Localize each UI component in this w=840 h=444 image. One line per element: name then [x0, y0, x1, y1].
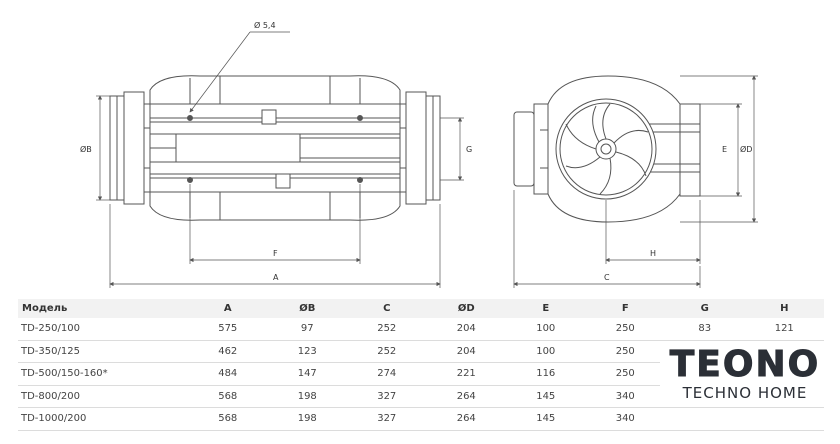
header-model: Модель — [18, 299, 188, 318]
cell-b: 198 — [267, 407, 347, 431]
side-view — [109, 75, 441, 221]
cell-b: 147 — [267, 362, 347, 386]
header-c: C — [347, 299, 427, 318]
cell-f: 250 — [585, 362, 665, 386]
table-row: TD-250/100 575 97 252 204 100 250 83 121 — [18, 318, 824, 341]
cell-model: TD-250/100 — [18, 318, 188, 341]
teono-logo: TEONO TECHNO HOME — [660, 344, 830, 404]
table-header-row: Модель A ØB C ØD E F G H — [18, 299, 824, 318]
side-view-dimensions — [96, 31, 464, 288]
cell-d: 264 — [426, 385, 506, 408]
cell-g — [665, 407, 745, 431]
cell-c: 327 — [347, 385, 427, 408]
cell-a: 568 — [188, 385, 268, 408]
technical-drawing: Ø 5,4 ØB G F A — [80, 20, 758, 288]
cell-f: 250 — [585, 340, 665, 363]
cell-e: 145 — [506, 407, 586, 431]
front-view — [513, 75, 701, 223]
cell-model: TD-500/150-160* — [18, 362, 188, 386]
header-d: ØD — [426, 299, 506, 318]
header-g: G — [665, 299, 745, 318]
cell-d: 204 — [426, 318, 506, 341]
dim-label-d: ØD — [740, 144, 752, 154]
dim-label-h: H — [650, 249, 656, 258]
cell-e: 145 — [506, 385, 586, 408]
dim-label-c: C — [604, 273, 610, 282]
cell-e: 100 — [506, 340, 586, 363]
cell-f: 340 — [585, 407, 665, 431]
front-view-dimensions — [513, 75, 758, 288]
cell-e: 100 — [506, 318, 586, 341]
cell-a: 575 — [188, 318, 268, 341]
cell-h — [744, 407, 824, 431]
cell-h: 121 — [744, 318, 824, 341]
logo-tagline: TECHNO HOME — [682, 384, 808, 402]
cell-model: TD-800/200 — [18, 385, 188, 408]
header-e: E — [506, 299, 586, 318]
logo-wordmark: TEONO — [669, 344, 821, 385]
cell-f: 340 — [585, 385, 665, 408]
hole-diameter-label: Ø 5,4 — [254, 20, 276, 30]
cell-a: 568 — [188, 407, 268, 431]
cell-b: 123 — [267, 340, 347, 363]
cell-d: 221 — [426, 362, 506, 386]
dim-label-g: G — [466, 145, 472, 154]
cell-c: 327 — [347, 407, 427, 431]
cell-c: 252 — [347, 340, 427, 363]
header-a: A — [188, 299, 268, 318]
dim-label-a: A — [273, 273, 279, 282]
cell-f: 250 — [585, 318, 665, 341]
cell-c: 274 — [347, 362, 427, 386]
cell-d: 204 — [426, 340, 506, 363]
header-b: ØB — [267, 299, 347, 318]
header-f: F — [585, 299, 665, 318]
dim-label-b: ØB — [80, 144, 92, 154]
cell-model: TD-1000/200 — [18, 407, 188, 431]
cell-c: 252 — [347, 318, 427, 341]
cell-g: 83 — [665, 318, 745, 341]
specs-table: Модель A ØB C ØD E F G H TD-250/100 575 … — [18, 299, 824, 431]
header-h: H — [744, 299, 824, 318]
cell-a: 462 — [188, 340, 268, 363]
table-row: TD-1000/200 568 198 327 264 145 340 — [18, 407, 824, 431]
cell-model: TD-350/125 — [18, 340, 188, 363]
cell-e: 116 — [506, 362, 586, 386]
dim-label-f: F — [273, 249, 278, 258]
table-row: TD-500/150-160* 484 147 274 221 116 250 — [18, 362, 824, 386]
cell-d: 264 — [426, 407, 506, 431]
dim-label-e: E — [722, 145, 727, 154]
cell-b: 198 — [267, 385, 347, 408]
cell-b: 97 — [267, 318, 347, 341]
cell-a: 484 — [188, 362, 268, 386]
